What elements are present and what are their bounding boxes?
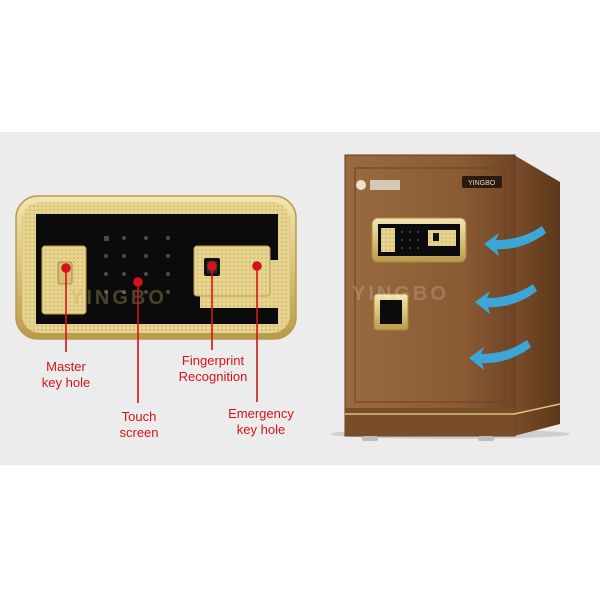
certification-label (370, 180, 400, 190)
label-master-key-hole: Master key hole (30, 359, 102, 391)
airflow-arrow-3 (469, 340, 531, 370)
label-line: Emergency (228, 406, 294, 421)
fingerprint-plate (193, 245, 271, 297)
label-touch-screen: Touch screen (104, 409, 174, 441)
watermark-logo: YINGBO (70, 287, 167, 309)
airflow-arrows (469, 226, 546, 370)
label-line: Recognition (178, 369, 248, 384)
certification-badge (356, 180, 366, 190)
label-line: Master (46, 359, 86, 374)
safe-watermark: YINGBO (352, 283, 449, 305)
label-line: Fingerprint (181, 353, 245, 368)
brand-badge (462, 176, 502, 188)
label-line: key hole (236, 422, 286, 437)
touch-keypad (104, 236, 170, 294)
airflow-arrow-1 (484, 226, 546, 256)
label-line: key hole (41, 375, 91, 390)
airflow-arrow-2 (475, 284, 537, 314)
brand-badge-text: YINGBO (468, 180, 496, 187)
safe-handle (373, 293, 409, 331)
callout-lines (61, 261, 262, 403)
label-line: screen (119, 425, 159, 440)
label-emergency-key-hole: Emergency key hole (218, 406, 304, 438)
control-panel-closeup: YINGBO (15, 195, 297, 340)
safe-body: YINGBO YINGBO (330, 154, 570, 441)
label-line: Touch (121, 409, 157, 424)
label-fingerprint-recognition: Fingerprint Recognition (168, 353, 258, 385)
